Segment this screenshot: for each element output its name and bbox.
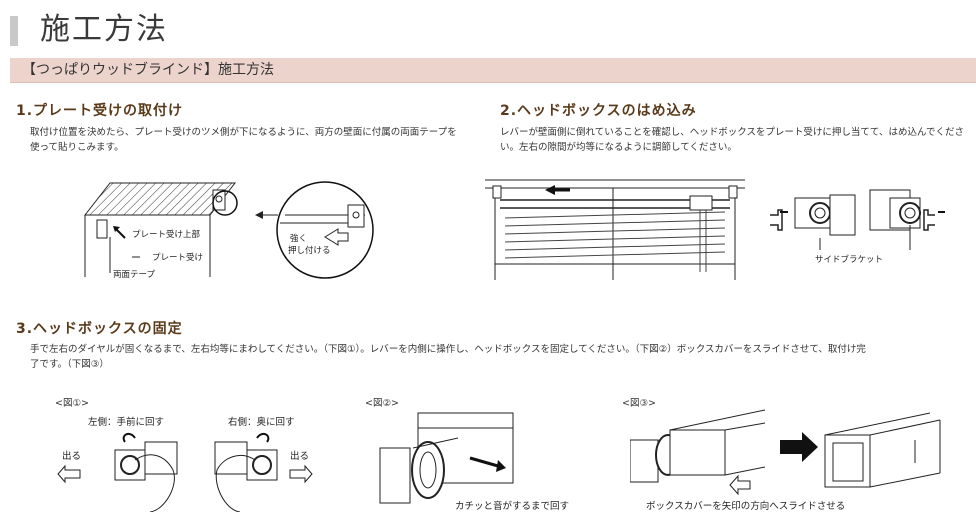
- fig3-caption: ボックスカバーを矢印の方向へスライドさせる: [646, 501, 846, 512]
- fig1-right-caption: 右側：奥に回す: [228, 417, 295, 428]
- step1-description: 取付け位置を決めたら、プレート受けのツメ側が下になるように、両方の壁面に付属の両…: [30, 127, 457, 153]
- step2-window-figure: [485, 179, 745, 280]
- page-title: 施工方法: [10, 10, 910, 50]
- fig1-out-left: 出る: [62, 451, 82, 462]
- step2-title: 2.ヘッドボックスのはめ込み: [500, 103, 697, 119]
- fig3-label: <図③>: [622, 398, 656, 409]
- plate-left: [96, 219, 108, 239]
- step1-title: 1.プレート受けの取付け: [16, 103, 184, 119]
- title-accent-bar: [10, 16, 18, 46]
- step2-bracket-figure: サイドブラケット: [770, 189, 945, 265]
- detail-circle-large: [276, 181, 374, 279]
- page-title-text: 施工方法: [40, 12, 168, 47]
- step1-figure: プレート受け上部 プレート受け 両面テープ 強く 押し付ける: [83, 181, 374, 280]
- fig1-drawing: [57, 432, 313, 512]
- fig1-label: <図①>: [55, 398, 89, 409]
- label-press-1: 強く: [290, 233, 307, 244]
- step3-description: 手で左右のダイヤルが固くなるまで、左右均等にまわしてください。（下図①）。レバー…: [30, 344, 866, 370]
- label-tape: 両面テープ: [113, 270, 155, 280]
- detail-circle-small: [212, 190, 238, 216]
- label-press-2: 押し付ける: [288, 245, 331, 256]
- label-plate: プレート受け: [152, 252, 203, 263]
- section-banner: 【つっぱりウッドブラインド】施工方法: [10, 58, 976, 83]
- fig2-label: <図②>: [365, 398, 399, 409]
- fig2-caption: カチッと音がするまで回す: [455, 501, 570, 512]
- label-plate-top: プレート受け上部: [132, 229, 201, 240]
- label-side-bracket: サイドブラケット: [815, 254, 883, 265]
- fig2-drawing: [379, 412, 514, 504]
- fig1-out-right: 出る: [290, 451, 310, 462]
- fig1-left-caption: 左側：手前に回す: [88, 417, 165, 428]
- banner-text: 【つっぱりウッドブラインド】施工方法: [22, 62, 274, 78]
- step3-title: 3.ヘッドボックスの固定: [16, 321, 183, 337]
- step2-description: レバーが壁面側に倒れていることを確認し、ヘッドボックスをプレート受けに押し当てて…: [500, 127, 964, 153]
- fig3-drawing: [630, 409, 941, 495]
